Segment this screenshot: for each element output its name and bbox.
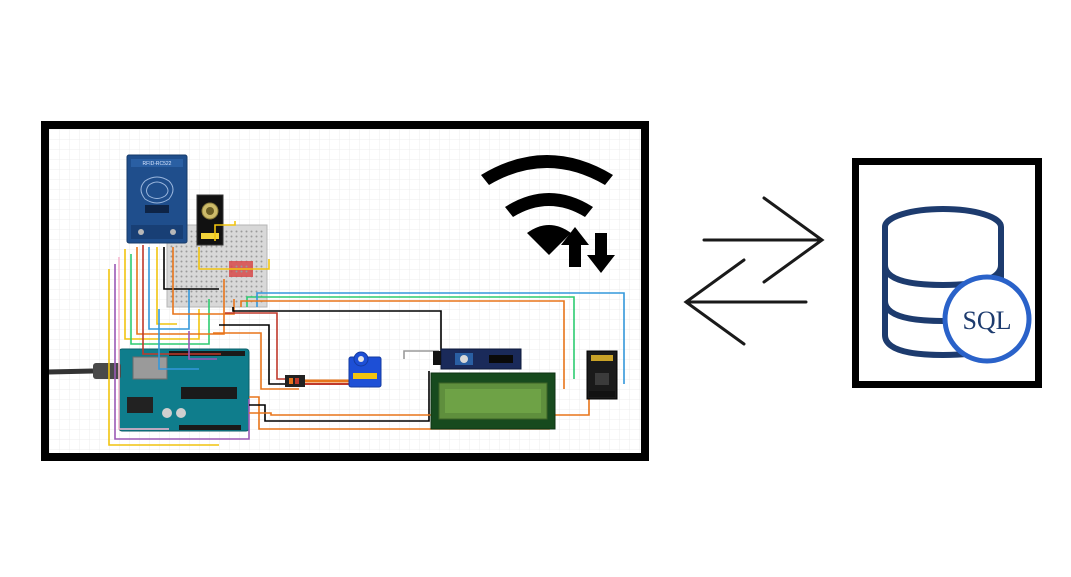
keypad-module bbox=[196, 194, 224, 246]
arduino-board bbox=[49, 348, 250, 432]
i2c-adapter bbox=[433, 348, 522, 370]
wifi-module bbox=[586, 350, 618, 400]
bidirectional-arrows-icon bbox=[683, 196, 825, 346]
database-panel: SQL bbox=[852, 158, 1042, 388]
servo-motor bbox=[285, 351, 382, 388]
circuit-panel: RFID-RC522 bbox=[41, 121, 649, 461]
rfid-reader: RFID-RC522 bbox=[126, 154, 188, 244]
circuit-diagram: RFID-RC522 bbox=[49, 129, 641, 453]
database-icon: SQL bbox=[882, 206, 1032, 364]
rfid-label: RFID-RC522 bbox=[143, 161, 172, 167]
lcd-display bbox=[430, 372, 556, 430]
sql-label: SQL bbox=[962, 306, 1011, 335]
sql-badge bbox=[942, 274, 1032, 364]
wifi-upload-download-icon bbox=[481, 155, 615, 273]
